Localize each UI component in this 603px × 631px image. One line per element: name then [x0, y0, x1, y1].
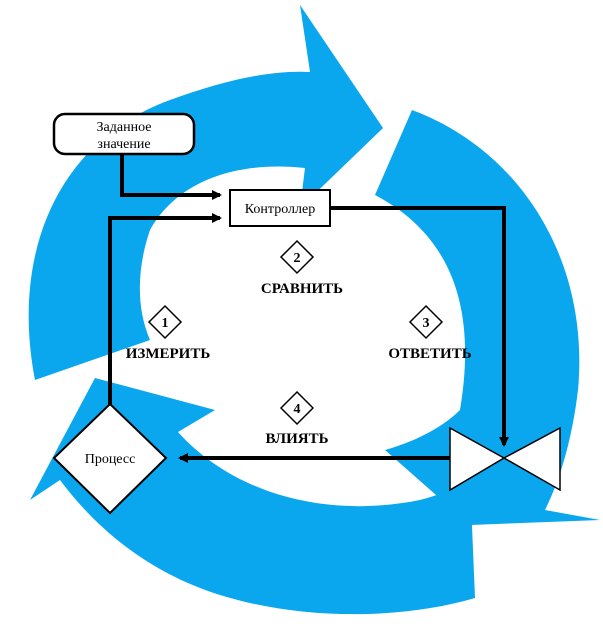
step-3-badge — [408, 304, 444, 340]
process-label: Процесс — [85, 452, 136, 467]
step-3-label: ОТВЕТИТЬ — [388, 346, 471, 362]
step-1-number: 1 — [162, 316, 169, 331]
step-3: 3 ОТВЕТИТЬ — [388, 304, 472, 362]
cycle-arrow-right — [375, 110, 600, 525]
step-4-badge — [279, 390, 315, 426]
step-3-number: 3 — [423, 316, 430, 331]
cycle-arrow-top — [28, 5, 383, 380]
process-to-controller-line — [108, 213, 222, 405]
setpoint-label-line2: значение — [97, 137, 150, 152]
controller-label: Контроллер — [245, 202, 315, 217]
step-2-label: СРАВНИТЬ — [261, 281, 343, 297]
setpoint-to-controller-line — [120, 152, 222, 200]
setpoint-node: Заданное значение — [52, 112, 196, 156]
step-2-badge — [279, 239, 315, 275]
step-2: 2 СРАВНИТЬ — [261, 239, 343, 297]
step-1-badge — [147, 304, 183, 340]
controller-node: Контроллер — [229, 189, 331, 227]
step-4-number: 4 — [294, 402, 301, 417]
step-4: 4 ВЛИЯТЬ — [265, 390, 329, 447]
controller-to-valve-line — [330, 206, 509, 447]
signal-lines — [108, 152, 509, 463]
step-1-label: ИЗМЕРИТЬ — [126, 346, 211, 362]
valve-icon — [449, 426, 561, 492]
step-2-number: 2 — [294, 251, 301, 266]
cycle-arrows — [28, 5, 600, 615]
step-1: 1 ИЗМЕРИТЬ — [126, 304, 211, 362]
step-4-label: ВЛИЯТЬ — [265, 431, 328, 447]
setpoint-label-line1: Заданное — [97, 120, 152, 135]
process-node: Процесс — [52, 402, 168, 515]
